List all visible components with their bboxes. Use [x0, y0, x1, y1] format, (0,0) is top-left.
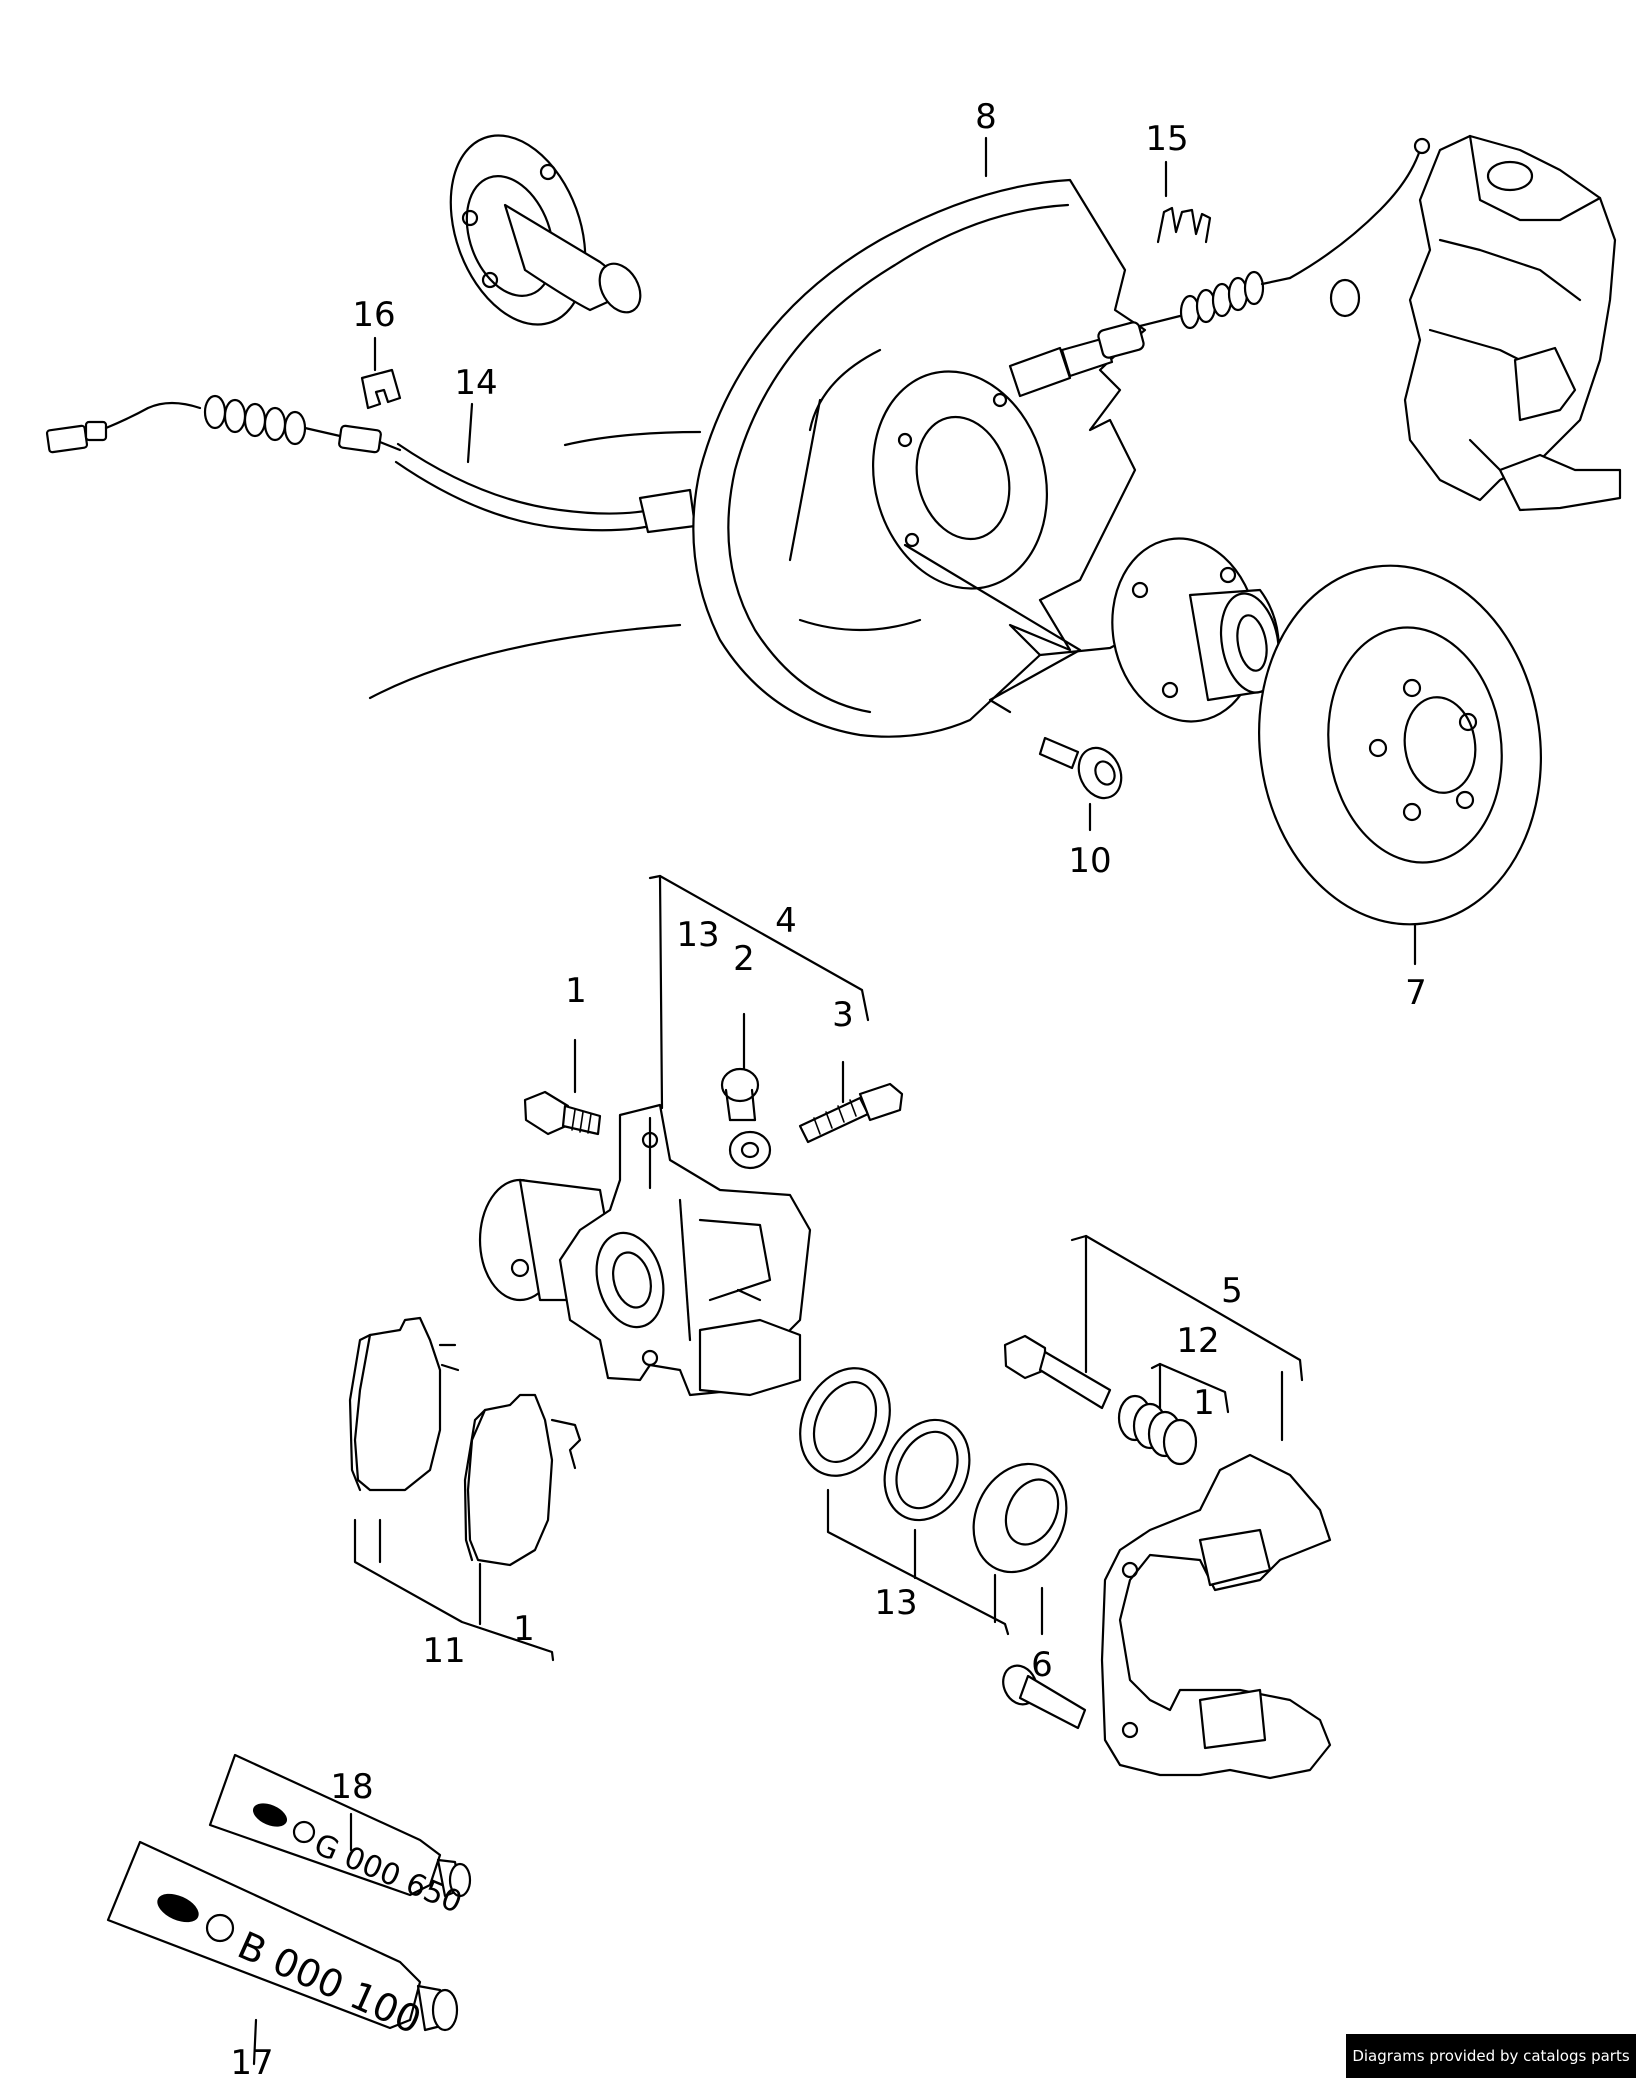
label-1-pad: 1	[513, 1609, 535, 1649]
handbrake-cable	[45, 394, 697, 534]
clip-15	[1156, 206, 1212, 244]
label-6: 6	[1031, 1645, 1053, 1685]
guide-bolt	[1003, 1334, 1112, 1410]
clip-16	[360, 368, 402, 410]
label-8: 8	[975, 97, 997, 137]
label-3: 3	[832, 995, 854, 1035]
body-line	[563, 430, 702, 447]
brake-caliper	[478, 1103, 812, 1397]
brake-disc	[1258, 564, 1542, 926]
caliper-bolt-1	[523, 1090, 602, 1136]
wheel-hub	[1111, 537, 1281, 723]
label-12: 12	[1176, 1321, 1219, 1361]
label-5: 5	[1221, 1271, 1243, 1311]
label-15: 15	[1145, 119, 1188, 159]
label-1-sleeve: 1	[1193, 1383, 1215, 1423]
label-13-lower: 13	[874, 1583, 917, 1623]
label-11: 11	[422, 1631, 465, 1671]
bolt-10	[1038, 736, 1123, 800]
label-17: 17	[230, 2043, 273, 2078]
label-1-bolt: 1	[565, 971, 587, 1011]
body-line	[368, 623, 682, 700]
caliper-top	[1329, 134, 1622, 512]
reference-labels: 8 15 16 14 10 7 4 13 2 3 1 5 12 1 11 1 1…	[230, 97, 1426, 2078]
attribution-footer: Diagrams provided by catalogs parts	[1346, 2034, 1636, 2078]
caliper-carrier	[1100, 1453, 1332, 1780]
brake-pads	[348, 1316, 582, 1567]
label-2: 2	[733, 939, 755, 979]
label-10: 10	[1068, 841, 1111, 881]
label-13-upper: 13	[676, 915, 719, 955]
grease-tube-17: B 000 100	[106, 1840, 459, 2043]
label-7: 7	[1405, 973, 1427, 1013]
leader-lines	[252, 136, 1417, 2066]
label-4: 4	[775, 901, 797, 941]
guide-sleeve	[1117, 1394, 1198, 1466]
stub-axle	[449, 134, 642, 326]
screw-3	[798, 1082, 904, 1144]
seal-ring-2	[883, 1418, 971, 1522]
upper-cable	[1008, 137, 1431, 398]
backing-plate	[692, 178, 1147, 738]
carrier-bolt	[1002, 1664, 1087, 1730]
label-18: 18	[330, 1767, 373, 1807]
bleeder-2	[720, 1067, 772, 1170]
seal-ring-1	[799, 1367, 891, 1477]
label-16: 16	[352, 295, 395, 335]
label-14: 14	[454, 363, 497, 403]
piston-boot	[972, 1462, 1068, 1574]
